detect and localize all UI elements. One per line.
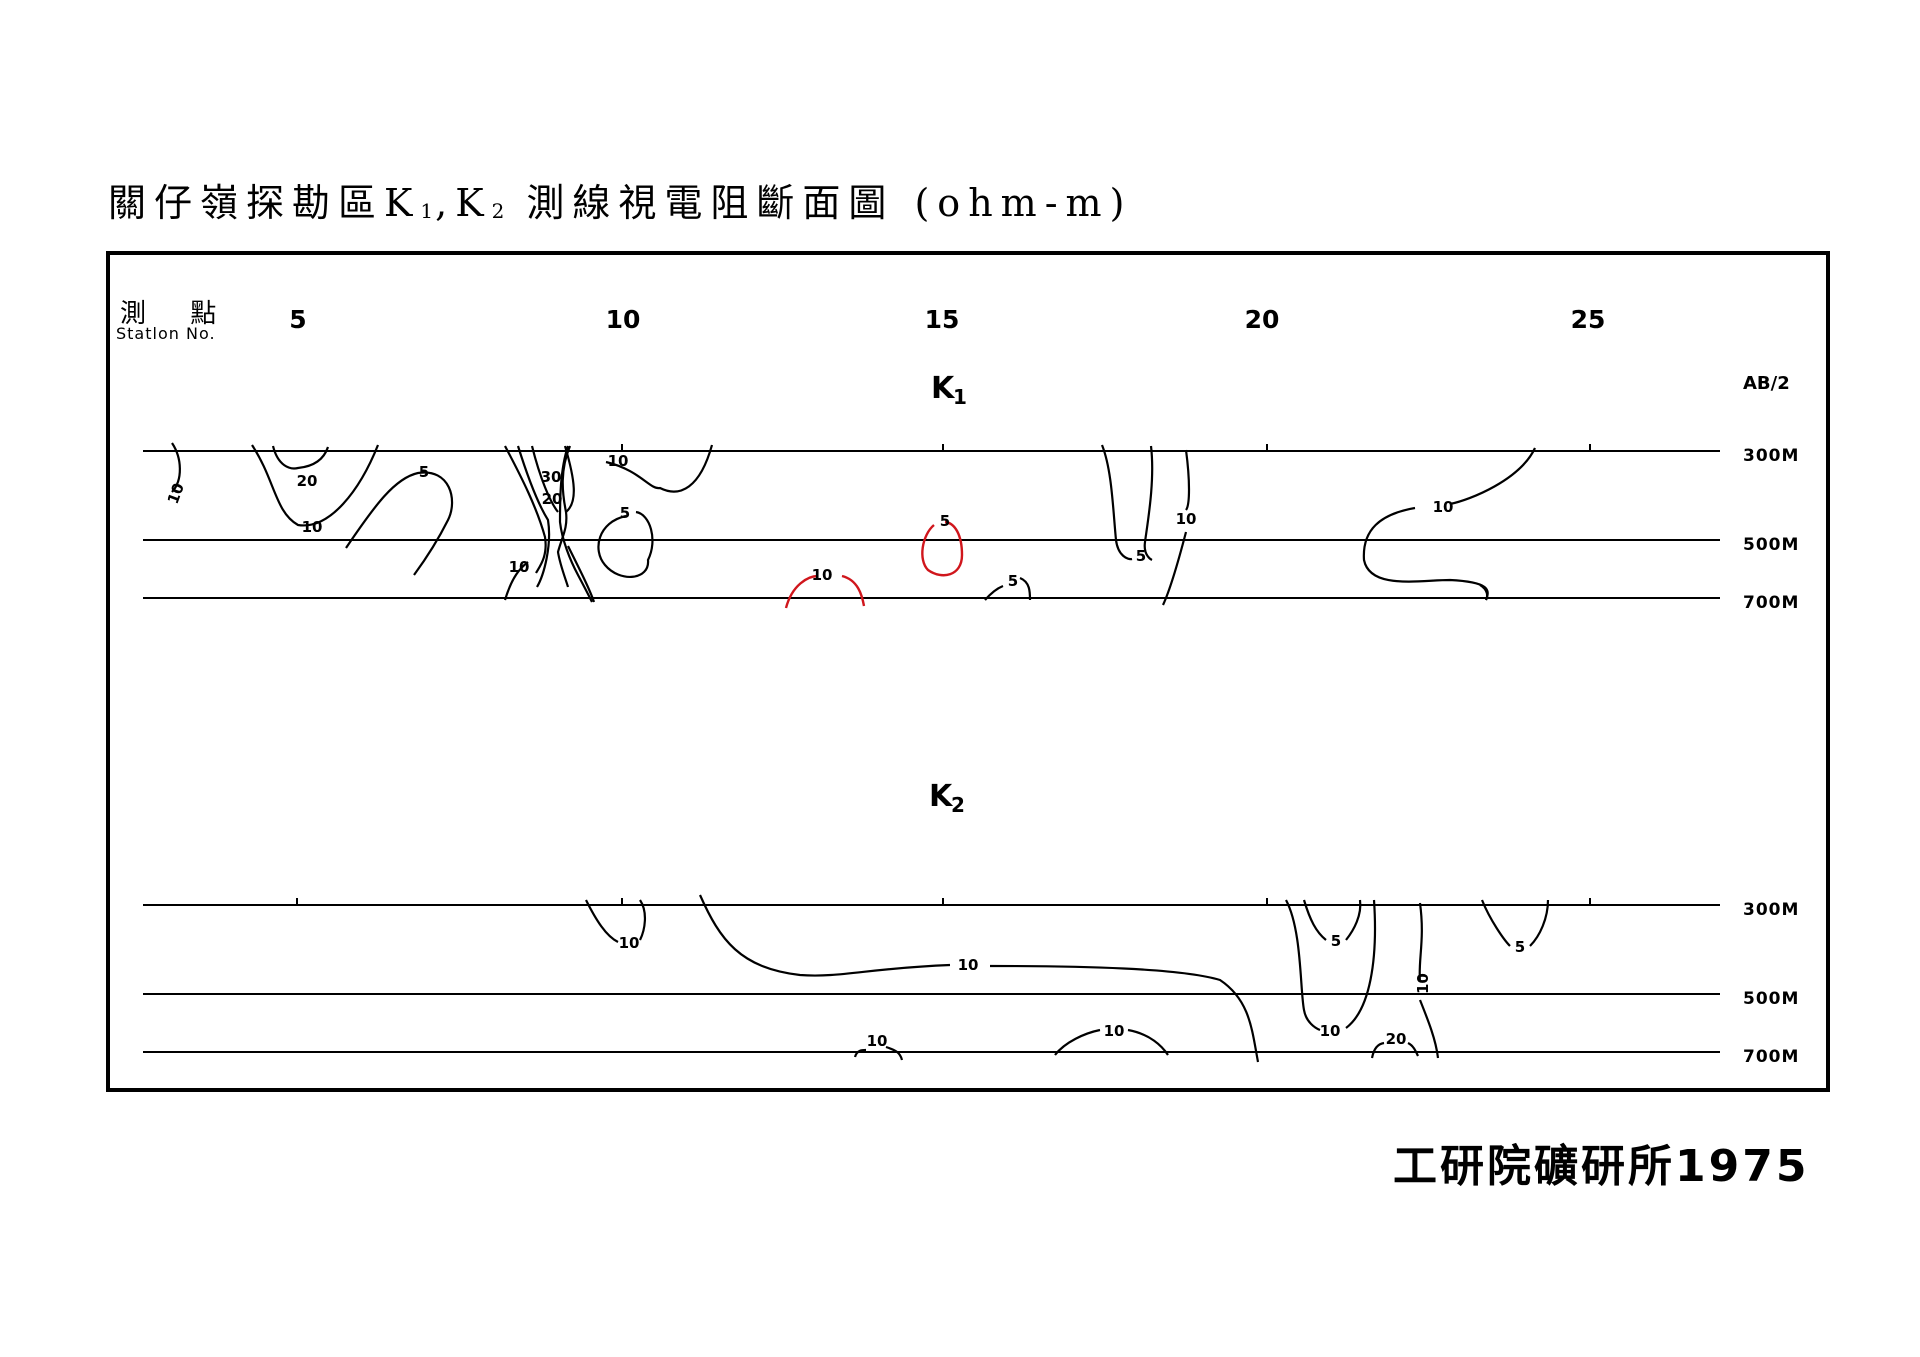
k1-label: 10: [164, 481, 188, 507]
k1-label: 10: [1433, 498, 1454, 516]
k2-label: 10: [619, 934, 640, 952]
k2-label: 20: [1386, 1030, 1407, 1048]
profile-k2-name: K: [929, 779, 954, 814]
k2-contour: [853, 1045, 904, 1061]
k2-label: 10: [1320, 1022, 1341, 1040]
k1-contour: [556, 445, 572, 588]
k1-contour: [1100, 444, 1133, 561]
figure-title: 關仔嶺探勘區K1,K2 測線視電阻斷面圖 (ohm-m): [108, 181, 1133, 225]
k1-depth-300: 300M: [1743, 446, 1799, 466]
k1-contour: [503, 561, 529, 601]
k2-contour: [1418, 902, 1440, 1059]
profile-k2: K 2 300M 500M 700M 10 10 5 10 10 5 20 10…: [143, 779, 1799, 1067]
station-header-cn: 測 點: [120, 299, 234, 329]
k1-contour-red: [784, 574, 866, 609]
profile-k1-sub: 1: [953, 385, 967, 409]
k1-label: 10: [812, 566, 833, 584]
k1-contour: [271, 445, 330, 470]
k1-depth-500: 500M: [1743, 535, 1799, 555]
section-frame: [106, 251, 1830, 1092]
k1-contour: [605, 444, 714, 493]
k2-label: 5: [1331, 932, 1341, 950]
k2-contour: [1345, 899, 1377, 1029]
credit-line: 工研院礦研所1975: [1393, 1141, 1810, 1192]
k1-label: 5: [620, 504, 630, 522]
k2-contour: [698, 894, 1260, 1063]
station-15: 15: [925, 305, 960, 334]
k1-label: 10: [302, 518, 323, 536]
k1-contour: [984, 576, 1032, 601]
k1-contour: [1143, 445, 1154, 562]
k1-contour: [1162, 449, 1191, 606]
k1-label: 30: [541, 468, 562, 486]
k2-label: 10: [1414, 973, 1432, 994]
k1-label: 10: [1176, 510, 1197, 528]
station-25: 25: [1571, 305, 1606, 334]
k1-contour: [504, 445, 547, 574]
ab2-label: AB/2: [1743, 373, 1790, 394]
k2-contour: [1054, 1028, 1169, 1056]
k2-depth-500: 500M: [1743, 989, 1799, 1009]
k1-contour: [171, 442, 181, 493]
station-10: 10: [606, 305, 641, 334]
k1-contour: [530, 445, 559, 513]
k1-label: 5: [1136, 547, 1146, 565]
k1-contour: [567, 545, 596, 603]
k1-contour: [1479, 584, 1489, 601]
k2-depth-300: 300M: [1743, 900, 1799, 920]
k1-label: 5: [1008, 572, 1018, 590]
k1-label: 20: [542, 490, 563, 508]
profile-k1-name: K: [931, 371, 956, 406]
k2-contour: [1285, 899, 1321, 1032]
k1-contour: [516, 445, 551, 588]
k1-depth-700: 700M: [1743, 593, 1799, 613]
k2-contour: [1480, 899, 1550, 947]
k1-label: 5: [419, 463, 429, 481]
k1-contour: [251, 444, 380, 527]
k2-label: 10: [1104, 1022, 1125, 1040]
profile-k1: K 1 300M 500M 700M 10: [143, 371, 1799, 613]
k1-label: 10: [608, 452, 629, 470]
k1-contour: [345, 471, 454, 576]
k1-contour: [597, 510, 654, 579]
k2-contour: [1370, 1041, 1419, 1059]
k1-contour-red: [921, 520, 964, 577]
k2-label: 5: [1515, 938, 1525, 956]
station-header-en: Statlon No.: [116, 324, 216, 343]
k1-label: 10: [509, 558, 530, 576]
k2-contour: [585, 899, 646, 943]
station-5: 5: [289, 305, 306, 334]
k1-contour: [558, 445, 593, 603]
profile-k2-sub: 2: [951, 793, 965, 817]
k2-label: 10: [867, 1032, 888, 1050]
k1-contour: [1362, 447, 1536, 601]
k1-label: 5: [940, 512, 950, 530]
k2-label: 10: [958, 956, 979, 974]
station-20: 20: [1245, 305, 1280, 334]
k1-label: 20: [297, 472, 318, 490]
k2-depth-700: 700M: [1743, 1047, 1799, 1067]
k2-contour: [1302, 899, 1362, 941]
